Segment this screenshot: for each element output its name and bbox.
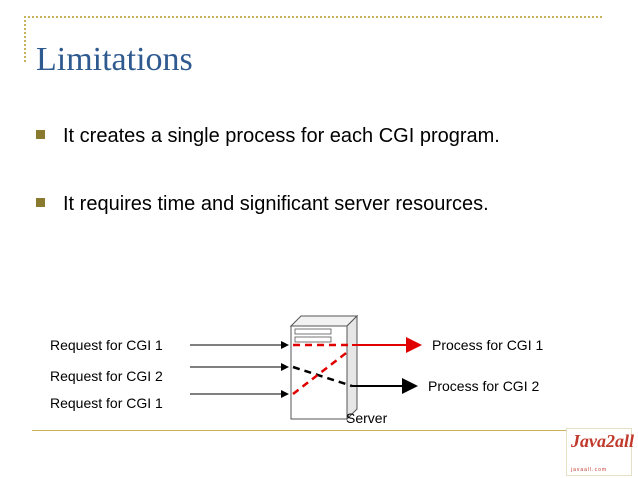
square-bullet-icon (36, 198, 45, 208)
top-dotted-rule (24, 16, 602, 18)
slide-title: Limitations (36, 41, 193, 78)
request-label: Request for CGI 2 (50, 368, 163, 384)
java2all-logo: Java2all javaall.com (566, 428, 634, 476)
bullet-text: It requires time and significant server … (63, 193, 489, 215)
server-label: Server (346, 410, 388, 426)
process-path-2 (292, 365, 353, 388)
logo-text: Java2all (571, 431, 634, 451)
process-label: Process for CGI 1 (432, 337, 544, 353)
request-label: Request for CGI 1 (50, 395, 163, 411)
left-dotted-rule (24, 16, 26, 62)
process-label: Process for CGI 2 (428, 378, 540, 394)
process-path-3 (292, 349, 351, 395)
bullet-item: It creates a single process for each CGI… (36, 124, 500, 148)
square-bullet-icon (36, 130, 45, 140)
bottom-rule (32, 430, 610, 431)
server-icon (289, 314, 359, 421)
request-label: Request for CGI 1 (50, 337, 163, 353)
logo-subtext: javaall.com (571, 467, 608, 473)
bullet-text: It creates a single process for each CGI… (63, 125, 500, 147)
bullet-item: It requires time and significant server … (36, 192, 489, 216)
